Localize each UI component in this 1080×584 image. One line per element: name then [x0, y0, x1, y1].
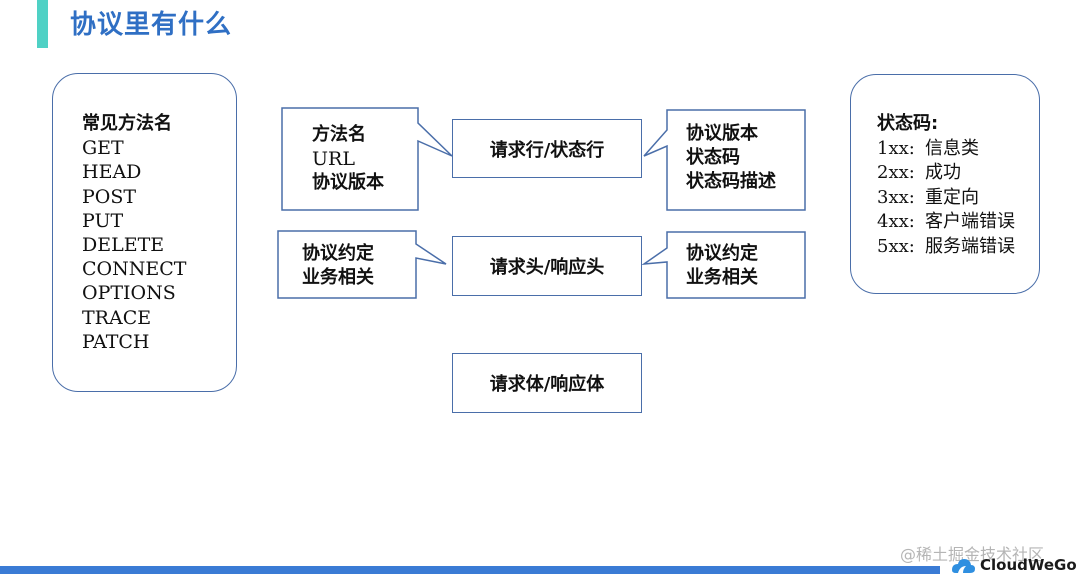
status-code-item: 3xx: 重定向	[877, 186, 1039, 211]
callout-request-line-shape	[281, 107, 453, 211]
method-item: GET	[82, 137, 124, 160]
methods-heading: 常见方法名	[82, 113, 172, 134]
method-item: PATCH	[82, 330, 150, 353]
status-meaning: 信息类	[925, 137, 979, 159]
status-codes-box: 状态码: 1xx: 信息类 2xx: 成功 3xx: 重定向 4xx: 客户端错误 5x…	[850, 74, 1040, 294]
callout-line: 协议约定	[686, 243, 758, 264]
status-codes-heading: 状态码:	[877, 113, 939, 134]
status-code-item: 2xx: 成功	[877, 161, 1039, 186]
callout-line: 协议约定	[302, 243, 374, 264]
method-item: POST	[82, 185, 137, 208]
cloudwego-logo-icon	[952, 559, 975, 573]
status-meaning: 成功	[925, 162, 961, 183]
status-meaning: 重定向	[925, 186, 979, 208]
callout-response-header-shape	[641, 231, 806, 299]
callout-line: 状态码	[686, 147, 740, 168]
callout-line: 协议版本	[686, 123, 758, 144]
method-item: HEAD	[82, 161, 142, 184]
status-code: 2xx:	[877, 162, 915, 183]
watermark-text: @稀土掘金技术社区	[900, 545, 1045, 564]
line-section-box: 请求行/状态行	[452, 119, 642, 178]
status-code: 1xx:	[877, 137, 915, 159]
callout-status-line: 协议版本 状态码 状态码描述	[686, 122, 776, 194]
method-item: DELETE	[82, 234, 165, 257]
callout-line: 业务相关	[686, 267, 758, 288]
method-item: PUT	[82, 209, 124, 232]
brand-name: CloudWeGo	[980, 556, 1077, 574]
callout-request-line: 方法名 URL 协议版本	[312, 123, 384, 195]
status-meaning: 服务端错误	[925, 235, 1015, 257]
status-code-item: 4xx: 客户端错误	[877, 210, 1039, 235]
body-section-box: 请求体/响应体	[452, 353, 642, 413]
title-accent-bar	[37, 0, 48, 48]
callout-response-header: 协议约定 业务相关	[686, 242, 758, 290]
status-code: 5xx:	[877, 235, 915, 257]
callout-line: 业务相关	[302, 267, 374, 288]
status-code-item: 1xx: 信息类	[877, 137, 1039, 162]
method-item: TRACE	[82, 306, 152, 329]
status-meaning: 客户端错误	[925, 211, 1015, 232]
footer-bar	[0, 566, 940, 574]
header-section-box: 请求头/响应头	[452, 236, 642, 296]
callout-line: 方法名	[312, 124, 366, 145]
callout-line: 协议版本	[312, 172, 384, 193]
callout-request-header: 协议约定 业务相关	[302, 242, 374, 290]
callout-line: URL	[312, 148, 355, 170]
callout-status-line-shape	[643, 109, 806, 211]
brand-logo: CloudWeGo	[950, 556, 1077, 574]
callout-line: 状态码描述	[686, 171, 776, 192]
page-title: 协议里有什么	[70, 10, 233, 40]
status-code-item: 5xx: 服务端错误	[877, 235, 1039, 260]
callout-request-header-shape	[277, 230, 447, 299]
method-item: CONNECT	[82, 258, 187, 281]
status-code: 4xx:	[877, 211, 915, 232]
status-code: 3xx:	[877, 186, 915, 208]
method-item: OPTIONS	[82, 282, 176, 305]
methods-box: 常见方法名 GET HEAD POST PUT DELETE CONNECT O…	[52, 73, 237, 392]
